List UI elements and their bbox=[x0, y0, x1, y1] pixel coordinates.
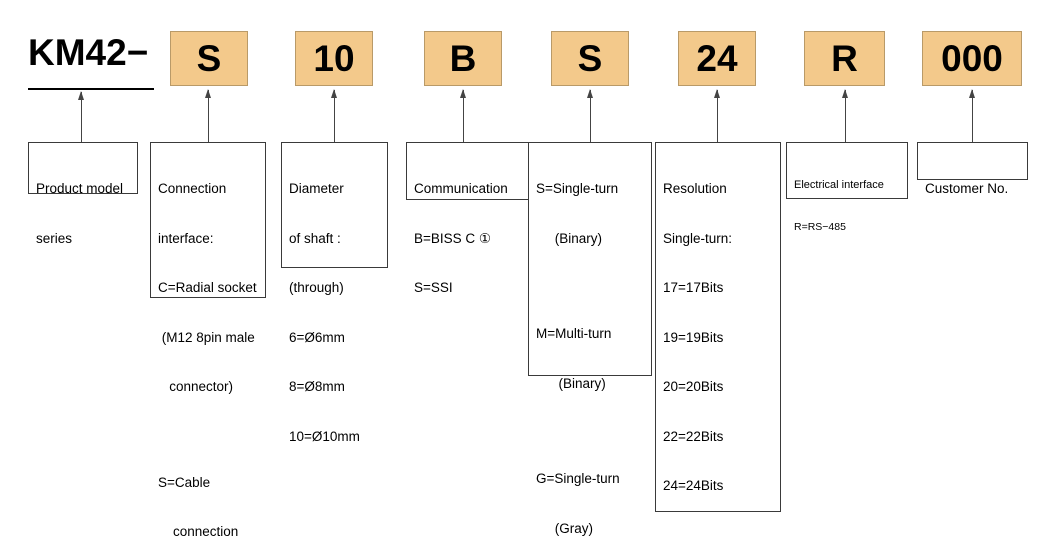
arrow-product-model-series bbox=[78, 91, 84, 142]
line: M=Multi-turn bbox=[536, 326, 612, 341]
description-shaft-diameter: Diameter of shaft : (through) 6=Ø6mm 8=Ø… bbox=[281, 142, 388, 444]
line: (through) bbox=[289, 280, 344, 295]
line: 10=Ø10mm bbox=[289, 428, 360, 444]
shaft-diameter-chip[interactable]: 10 bbox=[295, 31, 373, 86]
arrow-electrical-interface bbox=[842, 89, 848, 142]
description-product-model-series: Product model series bbox=[28, 142, 138, 246]
description-electrical-interface: Electrical interface R=RS−485 bbox=[786, 142, 908, 233]
line: Connection bbox=[158, 181, 227, 196]
arrow-communication bbox=[460, 89, 466, 142]
spacer bbox=[536, 280, 645, 293]
line: C=Radial socket bbox=[158, 280, 257, 295]
spacer bbox=[536, 425, 645, 438]
description-connection-interface: Connection interface: C=Radial socket (M… bbox=[150, 142, 266, 539]
line: 24=24Bits bbox=[663, 478, 724, 493]
line: connector) bbox=[158, 379, 234, 394]
line: S=SSI bbox=[414, 280, 453, 295]
line: of shaft : bbox=[289, 230, 341, 246]
line: 20=20Bits bbox=[663, 379, 724, 394]
electrical-interface-chip[interactable]: R bbox=[804, 31, 885, 86]
line: Single-turn: bbox=[663, 230, 733, 246]
description-customer-no: Customer No. bbox=[917, 142, 1028, 196]
turn-type-chip[interactable]: S bbox=[551, 31, 629, 86]
spacer bbox=[158, 429, 259, 442]
product-model-prefix-underline bbox=[28, 88, 154, 90]
arrow-resolution bbox=[714, 89, 720, 142]
line: Electrical interface bbox=[794, 179, 884, 191]
arrow-turn-type bbox=[587, 89, 593, 142]
line: B=BISS C ① bbox=[414, 230, 492, 246]
line: 19=19Bits bbox=[663, 329, 724, 345]
arrow-connection-interface bbox=[205, 89, 211, 142]
line: series bbox=[36, 230, 73, 246]
line: S=Cable bbox=[158, 474, 211, 490]
communication-chip[interactable]: B bbox=[424, 31, 502, 86]
arrow-customer-no bbox=[969, 89, 975, 142]
line: 8=Ø8mm bbox=[289, 379, 345, 394]
connection-interface-chip[interactable]: S bbox=[170, 31, 248, 86]
line: (Binary) bbox=[536, 375, 606, 391]
customer-no-chip[interactable]: 000 bbox=[922, 31, 1022, 86]
line: G=Single-turn bbox=[536, 471, 620, 486]
arrow-shaft-diameter bbox=[331, 89, 337, 142]
line: 17=17Bits bbox=[663, 280, 724, 295]
line: Resolution bbox=[663, 181, 727, 196]
line: S=Single-turn bbox=[536, 181, 619, 196]
resolution-chip[interactable]: 24 bbox=[678, 31, 756, 86]
line: Communication bbox=[414, 181, 508, 196]
line: Customer No. bbox=[925, 181, 1009, 196]
line: 22=22Bits bbox=[663, 428, 724, 444]
line: 6=Ø6mm bbox=[289, 329, 345, 345]
description-communication: Communication B=BISS C ① S=SSI bbox=[406, 142, 535, 295]
product-model-prefix-text: KM42− bbox=[28, 32, 149, 73]
description-resolution: Resolution Single-turn: 17=17Bits 19=19B… bbox=[655, 142, 781, 512]
line: Diameter bbox=[289, 181, 344, 196]
line: (M12 8pin male bbox=[158, 329, 255, 345]
description-turn-type: S=Single-turn (Binary) M=Multi-turn (Bin… bbox=[528, 142, 652, 536]
spacer bbox=[663, 528, 774, 541]
line: Product model bbox=[36, 181, 124, 196]
line: R=RS−485 bbox=[794, 221, 846, 233]
line: interface: bbox=[158, 230, 214, 246]
line: (Gray) bbox=[536, 520, 593, 536]
line: (Binary) bbox=[536, 230, 603, 246]
line: connection bbox=[158, 524, 239, 539]
